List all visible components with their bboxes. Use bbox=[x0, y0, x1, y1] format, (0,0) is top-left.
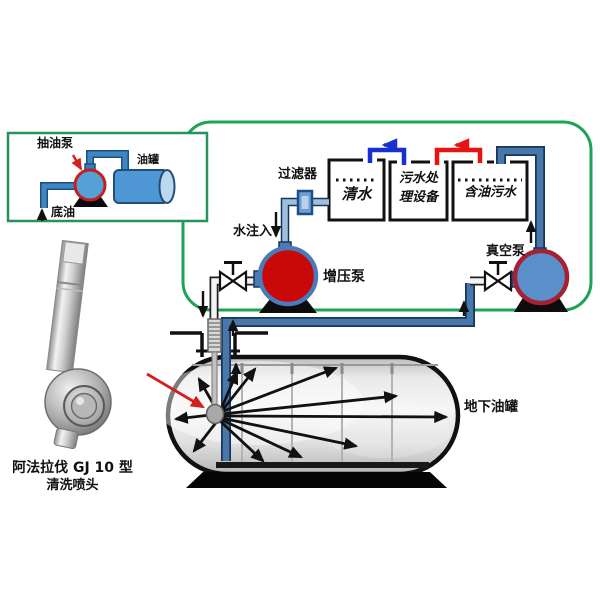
booster-pump-icon bbox=[253, 241, 319, 313]
flow-direction-arrows bbox=[197, 212, 537, 377]
inset-tank-label: 油罐 bbox=[137, 153, 159, 166]
oily-water-box bbox=[451, 160, 529, 222]
booster-valve-icon bbox=[218, 261, 248, 293]
inset-oil-tank-icon bbox=[113, 169, 176, 204]
treatment-unit-box bbox=[388, 160, 449, 222]
inset-extraction-pump-icon bbox=[73, 163, 108, 207]
tank-highlight bbox=[320, 402, 450, 458]
inset-extraction-diagram bbox=[6, 131, 209, 223]
treatment-box-label-line2: 理设备 bbox=[398, 190, 438, 205]
tank-base bbox=[186, 472, 447, 488]
tank-seam-joints bbox=[240, 363, 394, 374]
underground-oil-tank bbox=[153, 354, 461, 488]
inset-pump-label: 抽油泵 bbox=[37, 136, 74, 150]
inset-outlet-pipe bbox=[87, 151, 128, 171]
inset-bottom-oil-label: 底油 bbox=[51, 205, 76, 219]
filter-pipe bbox=[282, 199, 329, 244]
clean-water-box bbox=[327, 158, 386, 222]
nozzle-drop-pipe bbox=[211, 278, 221, 320]
inset-inlet-pipe bbox=[41, 183, 77, 208]
booster-pump-label: 增压泵 bbox=[323, 269, 365, 285]
nozzle-product-photo bbox=[44, 239, 112, 450]
oily-water-box-label: 含油污水 bbox=[463, 185, 516, 200]
treatment-box-label-line1: 污水处 bbox=[398, 171, 438, 186]
vacuum-riser-pipe bbox=[497, 147, 544, 250]
nozzle-caption-line1: 阿法拉伐 GJ 10 型 bbox=[12, 460, 133, 476]
vacuum-pump-label: 真空泵 bbox=[486, 244, 526, 259]
vacuum-valve-icon bbox=[483, 261, 513, 293]
filter-label: 过滤器 bbox=[278, 167, 318, 182]
clean-water-box-label: 清水 bbox=[341, 185, 372, 203]
suction-pipe bbox=[222, 283, 474, 461]
inset-pump-pointer-arrow bbox=[71, 154, 83, 171]
tank-bottom-bar bbox=[216, 462, 429, 468]
vacuum-pump-icon bbox=[511, 247, 570, 312]
filter-icon bbox=[296, 189, 314, 216]
transfer-bridges bbox=[367, 138, 483, 165]
underground-tank-label: 地下油罐 bbox=[464, 399, 518, 415]
nozzle-pointer-red-arrow bbox=[146, 372, 205, 409]
spray-nozzle-head bbox=[205, 403, 225, 425]
water-injection-label: 水注入 bbox=[233, 224, 273, 239]
nozzle-caption-line2: 清洗喷头 bbox=[46, 478, 99, 493]
